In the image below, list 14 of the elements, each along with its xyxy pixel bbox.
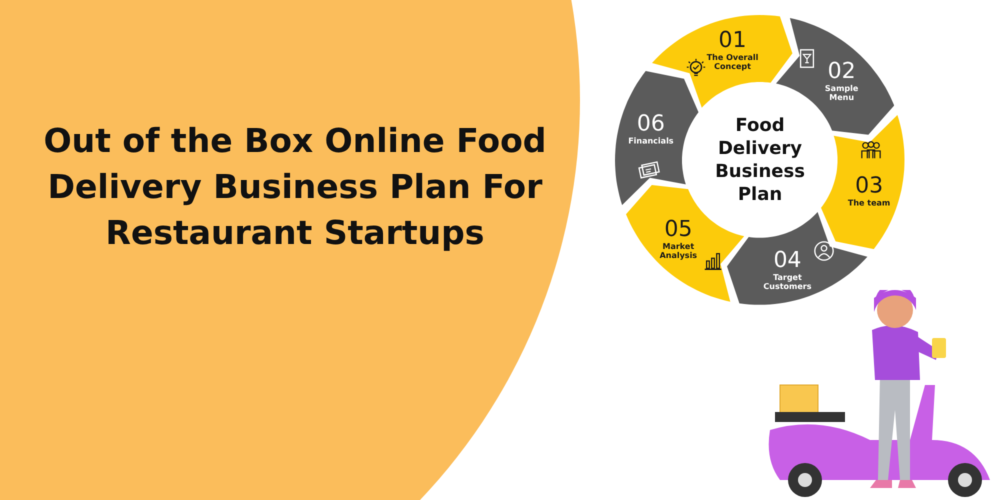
step-number: 04 [773, 249, 802, 274]
step-label: The Overall Concept [706, 52, 760, 71]
step-label: Market Analysis [658, 242, 698, 260]
step-label: Sample Menu [824, 84, 860, 102]
step-label: Target Customers [762, 273, 812, 292]
step-number: 05 [664, 218, 692, 242]
center-title: Food Delivery Business Plan [714, 114, 806, 206]
step-label: The team [848, 198, 890, 208]
step-number: 02 [828, 60, 856, 84]
heading: Out of the Box Online Food Delivery Business Plan For Restaurant Startups [42, 120, 548, 254]
step-label: Financials [628, 136, 674, 146]
step-number: 01 [718, 28, 747, 53]
step-number: 06 [636, 112, 665, 136]
step-number: 03 [855, 174, 884, 199]
